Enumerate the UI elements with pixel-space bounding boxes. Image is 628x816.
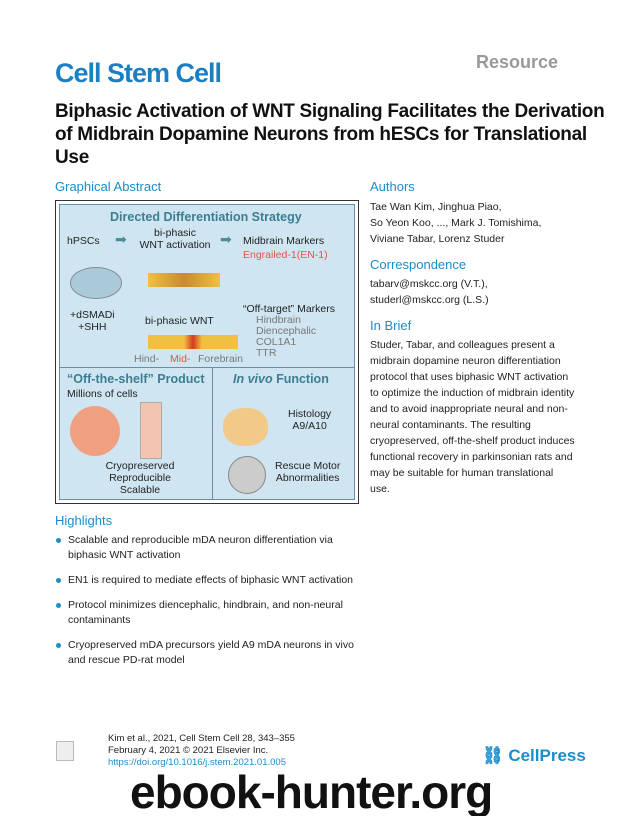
journal-logo: Cell Stem Cell [55, 58, 222, 88]
arrow-icon: ➡ [220, 231, 232, 247]
highlight-item: EN1 is required to mediate effects of bi… [55, 573, 355, 588]
article-title: Biphasic Activation of WNT Signaling Fac… [55, 101, 605, 168]
panel-title: “Off-the-shelf” Product [67, 372, 205, 386]
authors: Tae Wan Kim, Jinghua Piao,So Yeon Koo, .… [370, 201, 542, 245]
dish-icon [70, 267, 122, 299]
label: “Off-target” Markers [243, 303, 335, 315]
cellpress-logo: ⛓ CellPress [482, 746, 586, 765]
correspondence-label: Correspondence [370, 257, 467, 272]
highlights-label: Highlights [55, 513, 113, 528]
arrow-icon: ➡ [115, 231, 127, 247]
label: Forebrain [198, 353, 243, 365]
graphical-abstract-label: Graphical Abstract [55, 179, 162, 194]
doi-link[interactable]: https://doi.org/10.1016/j.stem.2021.01.0… [108, 757, 286, 768]
wnt-gradient-bar [148, 273, 220, 287]
panel-title: Directed Differentiation Strategy [110, 210, 302, 224]
label: bi-phasic WNT [145, 315, 214, 327]
label: Midbrain Markers [243, 235, 325, 247]
label: +dSMADi+SHH [70, 309, 115, 333]
label: Millions of cells [67, 388, 138, 400]
correspondence[interactable]: tabarv@mskcc.org (V.T.),studerl@mskcc.or… [370, 278, 489, 306]
brain-section-image [223, 408, 268, 446]
highlights: Highlights Scalable and reproducible mDA… [55, 513, 355, 678]
label: hPSCs [67, 235, 100, 247]
right-column: Authors Tae Wan Kim, Jinghua Piao,So Yeo… [370, 179, 600, 497]
graphical-abstract: Directed Differentiation Strategy hPSCs … [55, 200, 359, 504]
highlight-item: Protocol minimizes diencephalic, hindbra… [55, 598, 355, 628]
article-type: Resource [476, 52, 559, 72]
cells-image [70, 406, 120, 456]
vial-icon [140, 402, 162, 459]
strategy-panel: Directed Differentiation Strategy hPSCs … [59, 204, 355, 368]
publication-date: February 4, 2021 © 2021 Elsevier Inc. [108, 745, 269, 756]
citation: Kim et al., 2021, Cell Stem Cell 28, 343… [108, 733, 295, 744]
watermark: ebook-hunter.org [130, 766, 493, 816]
highlight-item: Cryopreserved mDA precursors yield A9 mD… [55, 638, 355, 668]
in-brief-text: Studer, Tabar, and colleagues present a … [370, 339, 575, 495]
label: Engrailed-1(EN-1) [243, 249, 328, 261]
label: Hind- [134, 353, 160, 365]
product-panel: “Off-the-shelf” Product Millions of cell… [59, 367, 213, 500]
authors-label: Authors [370, 179, 415, 194]
label: Mid- [170, 353, 191, 365]
patterning-bar [148, 335, 238, 349]
check-for-updates-icon[interactable] [56, 741, 74, 761]
rat-cylinder-image [228, 456, 266, 494]
in-brief-label: In Brief [370, 318, 412, 333]
citation-footer: Kim et al., 2021, Cell Stem Cell 28, 343… [108, 733, 295, 769]
highlight-item: Scalable and reproducible mDA neuron dif… [55, 533, 355, 563]
panel-title: In vivo Function [233, 372, 329, 386]
